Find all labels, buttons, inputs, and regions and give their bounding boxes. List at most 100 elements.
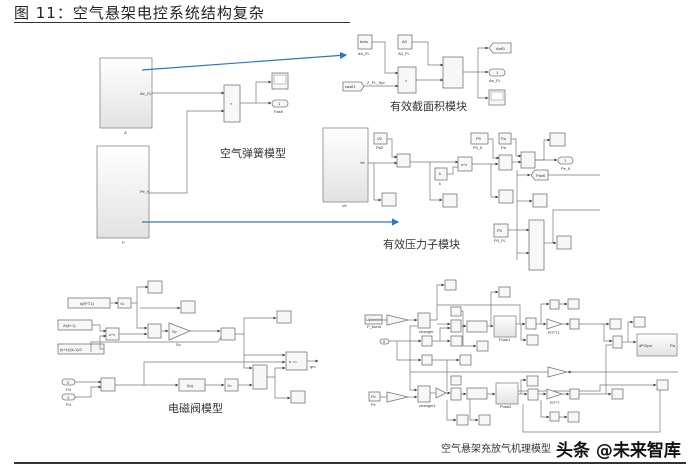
qm-label: qm: [310, 364, 316, 369]
scope-valve-4[interactable]: [290, 390, 306, 404]
beta-value: beta: [360, 39, 369, 44]
product-block-valve-1[interactable]: [147, 323, 162, 339]
scope-valve-1[interactable]: [147, 280, 163, 294]
outport-fasfl[interactable]: [271, 99, 289, 108]
scope-inf-9[interactable]: [459, 354, 472, 366]
scope-inf-4[interactable]: [498, 286, 511, 298]
goto-aefl1[interactable]: [488, 42, 512, 54]
goto-pasfl-label: Pasfl: [536, 173, 545, 178]
gain-sv[interactable]: [168, 322, 192, 341]
scope-inf-14[interactable]: [611, 388, 624, 400]
pu-num: 1: [67, 395, 70, 400]
outport-ae-fl[interactable]: [488, 68, 506, 77]
subsystem-p[interactable]: [96, 145, 150, 239]
product-inf-3[interactable]: [450, 387, 462, 401]
air-spring-model: Ae_FL A Pe_fl P × 1 Fasfl 空气弹簧模型: [96, 57, 289, 245]
gain-rt-t1[interactable]: [546, 318, 564, 330]
const-pa[interactable]: [498, 132, 512, 145]
scope-inf-12[interactable]: [656, 379, 669, 391]
scope-inf-15[interactable]: [567, 411, 580, 423]
const-p0[interactable]: [470, 132, 489, 145]
divide-inf-top[interactable]: [549, 299, 560, 310]
scope-inf-3[interactable]: [476, 340, 489, 352]
outport-pe-fl[interactable]: [557, 156, 574, 165]
switch-inf-1[interactable]: [466, 320, 488, 333]
a0-value: A0: [402, 39, 408, 44]
pu-label: Pu: [66, 402, 71, 407]
gain-top-label: RT*T1: [548, 330, 560, 335]
scope-inf-11[interactable]: [478, 414, 491, 426]
goto-zasfl1[interactable]: [342, 81, 365, 92]
product-block-pressure[interactable]: [498, 154, 513, 171]
scope-inf-1[interactable]: [444, 279, 457, 291]
saturation-2[interactable]: [421, 354, 433, 366]
subsystem-final[interactable]: [636, 333, 678, 357]
const-zero[interactable]: [379, 338, 390, 345]
gain-sv-value: Sv: [172, 329, 177, 334]
divide-block[interactable]: [396, 153, 411, 168]
integrator-bottom[interactable]: [569, 388, 580, 400]
power-symbol: u^v: [461, 162, 467, 167]
integrator-top[interactable]: [569, 318, 580, 330]
scope-sum[interactable]: [532, 193, 548, 208]
changer-block-1[interactable]: [417, 312, 431, 329]
scope-p0[interactable]: [498, 189, 514, 204]
scope-pe[interactable]: [549, 132, 566, 147]
sqrt-1: √u: [120, 301, 124, 306]
changer-block-2[interactable]: [417, 385, 431, 403]
const-p0-fl[interactable]: [493, 223, 509, 238]
scope-ratio[interactable]: [442, 193, 458, 208]
product-block-valve-3[interactable]: [252, 364, 268, 390]
goto-output-label: Aefl1: [496, 46, 506, 51]
uplimiter-label: P_bund: [367, 324, 381, 329]
gain-rt-t[interactable]: [546, 388, 564, 400]
product-inf-2[interactable]: [525, 317, 537, 330]
scope-inf-8[interactable]: [633, 316, 646, 328]
sum-block-p0fl[interactable]: [528, 219, 545, 271]
gain-feedback[interactable]: [547, 366, 569, 378]
product-inf-1[interactable]: [450, 319, 462, 333]
subsystem-ve[interactable]: [322, 127, 369, 203]
p0-value: P0: [476, 136, 482, 141]
product-block-valve-2[interactable]: [220, 327, 236, 341]
gain-sv-label: Sv: [176, 342, 181, 347]
scope-p0fl[interactable]: [556, 235, 572, 250]
gain-top-left[interactable]: [386, 314, 409, 326]
const-v0[interactable]: [373, 132, 388, 145]
effective-pressure-module: Ve Ve V0 Pa2 k k u^v P0 P0_fl Pa Pa: [322, 127, 600, 271]
saturation-1[interactable]: [421, 335, 433, 347]
gain-bottom-left[interactable]: [386, 391, 409, 403]
sum-inf-final[interactable]: [612, 335, 623, 349]
subsystem-pusb1[interactable]: [493, 315, 517, 338]
switch-inf-2[interactable]: [466, 387, 488, 400]
const-krt-label: k(R*T1): [80, 301, 94, 306]
scope-inf-2[interactable]: [450, 335, 463, 347]
sum-block-area[interactable]: [442, 56, 464, 89]
scope-valve-2[interactable]: [180, 300, 196, 314]
pe-outport-label: Pe_fl: [561, 166, 570, 171]
scope-ve[interactable]: [381, 192, 397, 207]
scope-inf-6[interactable]: [567, 298, 580, 310]
scope-inf-7[interactable]: [609, 318, 622, 330]
scope-inf-5[interactable]: [526, 334, 539, 346]
const-inf-1[interactable]: [450, 306, 462, 317]
title-underline: [14, 22, 350, 23]
subsystem-pusb2[interactable]: [495, 382, 519, 405]
product-inf-4[interactable]: [527, 388, 539, 401]
sum-block-pressure[interactable]: [520, 151, 536, 169]
product-block[interactable]: [223, 84, 241, 123]
arrow-to-area-module: [141, 51, 348, 71]
gain-lower[interactable]: [435, 387, 447, 399]
scope-valve-3[interactable]: [276, 310, 292, 324]
const-k1-label: (k+1)/(k-1)/2: [60, 347, 83, 352]
const-k[interactable]: [434, 167, 448, 181]
divide-inf-bottom[interactable]: [549, 411, 560, 422]
product-symbol: ×: [230, 101, 233, 106]
const-inf-2[interactable]: [450, 375, 462, 386]
k-label: k: [439, 181, 441, 186]
input-uplimiter[interactable]: [364, 314, 383, 325]
scope-inf-13[interactable]: [526, 375, 539, 387]
scope-inf-10[interactable]: [456, 414, 469, 426]
input-pv[interactable]: [368, 391, 381, 402]
divide-block-valve[interactable]: [100, 377, 116, 392]
